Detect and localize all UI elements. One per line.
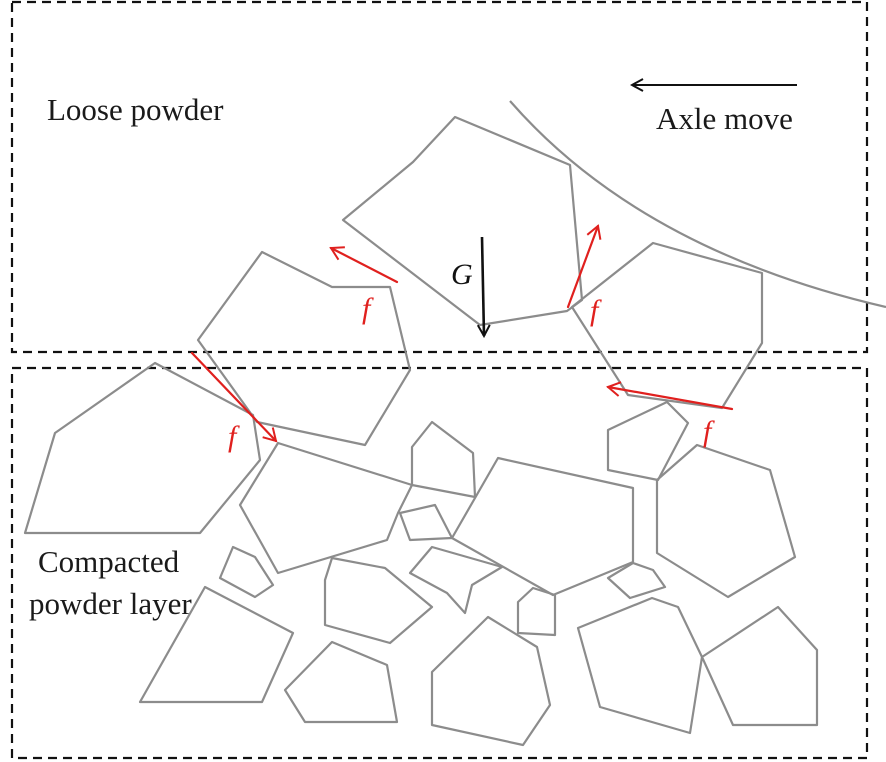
gravity-label: G: [451, 258, 473, 291]
compacted-layer-region: [10, 366, 869, 760]
particle: [516, 586, 557, 637]
particle-top-right: [570, 241, 764, 410]
loose-powder-region: [10, 0, 869, 354]
particle: [23, 361, 262, 535]
particle: [238, 441, 414, 575]
particle: [606, 561, 667, 600]
particle: [576, 596, 704, 735]
compacted-label-line2: powder layer: [29, 586, 192, 621]
friction-label: f: [228, 420, 240, 453]
particle: [606, 400, 690, 482]
particle: [283, 640, 399, 724]
gravity-arrow: [482, 236, 484, 336]
friction-arrow: [606, 381, 734, 411]
particle: [408, 545, 504, 615]
axle-surface-arc: [509, 100, 886, 309]
particle-top-left: [196, 250, 412, 447]
particle: [450, 456, 635, 597]
friction-label: f: [362, 292, 374, 325]
friction-label: f: [703, 415, 715, 448]
particle: [430, 615, 552, 747]
particle: [700, 605, 819, 727]
particle: [323, 556, 434, 645]
friction-arrow: [329, 246, 399, 284]
particle: [410, 420, 477, 499]
particle: [138, 585, 295, 704]
compacted-label-line1: Compacted: [38, 544, 180, 579]
friction-label: f: [590, 294, 602, 327]
axle-move-label: Axle move: [656, 101, 793, 136]
particle: [655, 443, 797, 599]
friction-arrow: [566, 224, 602, 309]
friction-arrow: [190, 351, 278, 443]
particle-top-center: [341, 115, 584, 327]
particle: [218, 545, 275, 599]
loose-powder-label: Loose powder: [47, 92, 224, 127]
particle: [398, 503, 454, 542]
